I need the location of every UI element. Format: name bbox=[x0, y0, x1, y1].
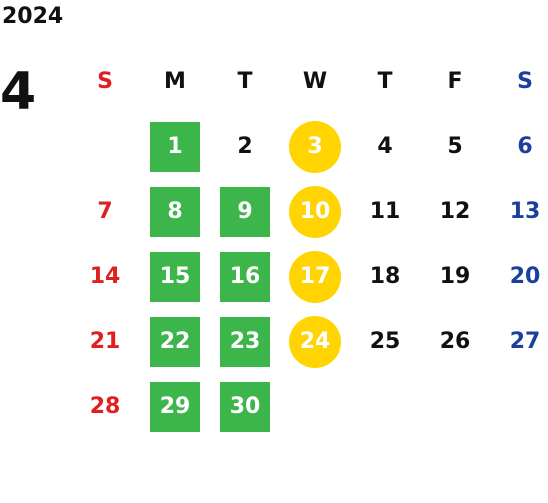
day-cell: 29 bbox=[140, 374, 210, 439]
day-number: 8 bbox=[150, 186, 200, 237]
weekday-header-friday: F bbox=[447, 68, 463, 94]
weekday-header-sunday: S bbox=[97, 68, 113, 94]
day-cell: 18 bbox=[350, 244, 420, 309]
day-number: 19 bbox=[439, 264, 471, 289]
day-number: 21 bbox=[89, 329, 121, 354]
day-cell: 12 bbox=[420, 179, 490, 244]
day-cell bbox=[420, 374, 490, 439]
day-cell: 6 bbox=[490, 114, 548, 179]
day-number: 18 bbox=[369, 264, 401, 289]
day-cell: 7 bbox=[70, 179, 140, 244]
day-cell: 13 bbox=[490, 179, 548, 244]
day-number: 17 bbox=[289, 250, 341, 303]
day-cell: 11 bbox=[350, 179, 420, 244]
weekday-header-tuesday: T bbox=[237, 68, 253, 94]
day-number: 7 bbox=[97, 199, 113, 224]
day-number: 5 bbox=[447, 134, 463, 159]
day-number: 27 bbox=[509, 329, 541, 354]
day-number: 13 bbox=[509, 199, 541, 224]
day-cell bbox=[280, 374, 350, 439]
day-cell: 23 bbox=[210, 309, 280, 374]
day-cell bbox=[490, 374, 548, 439]
weekday-header-thursday: T bbox=[377, 68, 393, 94]
day-number: 30 bbox=[220, 381, 270, 432]
calendar-year: 2024 bbox=[2, 4, 64, 29]
day-cell: 24 bbox=[280, 309, 350, 374]
day-cell: 2 bbox=[210, 114, 280, 179]
day-number: 24 bbox=[289, 315, 341, 368]
day-number: 11 bbox=[369, 199, 401, 224]
day-number: 29 bbox=[150, 381, 200, 432]
day-cell: 8 bbox=[140, 179, 210, 244]
day-cell bbox=[70, 114, 140, 179]
day-cell: 9 bbox=[210, 179, 280, 244]
day-cell: 16 bbox=[210, 244, 280, 309]
day-cell: 26 bbox=[420, 309, 490, 374]
day-cell: 10 bbox=[280, 179, 350, 244]
day-cell: 1 bbox=[140, 114, 210, 179]
day-cell: 28 bbox=[70, 374, 140, 439]
day-number: 20 bbox=[509, 264, 541, 289]
day-cell: 5 bbox=[420, 114, 490, 179]
weekday-header-monday: M bbox=[164, 68, 186, 94]
day-number: 14 bbox=[89, 264, 121, 289]
day-number: 4 bbox=[377, 134, 393, 159]
day-number: 22 bbox=[150, 316, 200, 367]
day-number: 6 bbox=[517, 134, 533, 159]
day-cell: 27 bbox=[490, 309, 548, 374]
calendar-grid: S M T W T F S 1 2 3 4 5 6 7 8 9 10 11 12… bbox=[70, 48, 548, 439]
day-cell: 21 bbox=[70, 309, 140, 374]
day-cell: 22 bbox=[140, 309, 210, 374]
day-cell: 19 bbox=[420, 244, 490, 309]
day-number: 25 bbox=[369, 329, 401, 354]
calendar-month: 4 bbox=[0, 62, 37, 122]
day-number: 9 bbox=[220, 186, 270, 237]
day-number: 23 bbox=[220, 316, 270, 367]
weekday-header-wednesday: W bbox=[302, 68, 328, 94]
day-number: 26 bbox=[439, 329, 471, 354]
day-cell: 15 bbox=[140, 244, 210, 309]
day-number: 1 bbox=[150, 121, 200, 172]
day-number: 16 bbox=[220, 251, 270, 302]
day-cell: 25 bbox=[350, 309, 420, 374]
day-number: 10 bbox=[289, 185, 341, 238]
weekday-header-saturday: S bbox=[517, 68, 533, 94]
day-number: 28 bbox=[89, 394, 121, 419]
day-cell: 14 bbox=[70, 244, 140, 309]
day-number: 3 bbox=[289, 120, 341, 173]
day-cell: 20 bbox=[490, 244, 548, 309]
day-cell bbox=[350, 374, 420, 439]
day-cell: 3 bbox=[280, 114, 350, 179]
day-cell: 4 bbox=[350, 114, 420, 179]
day-number: 12 bbox=[439, 199, 471, 224]
day-cell: 30 bbox=[210, 374, 280, 439]
day-cell: 17 bbox=[280, 244, 350, 309]
day-number: 2 bbox=[237, 134, 253, 159]
day-number: 15 bbox=[150, 251, 200, 302]
